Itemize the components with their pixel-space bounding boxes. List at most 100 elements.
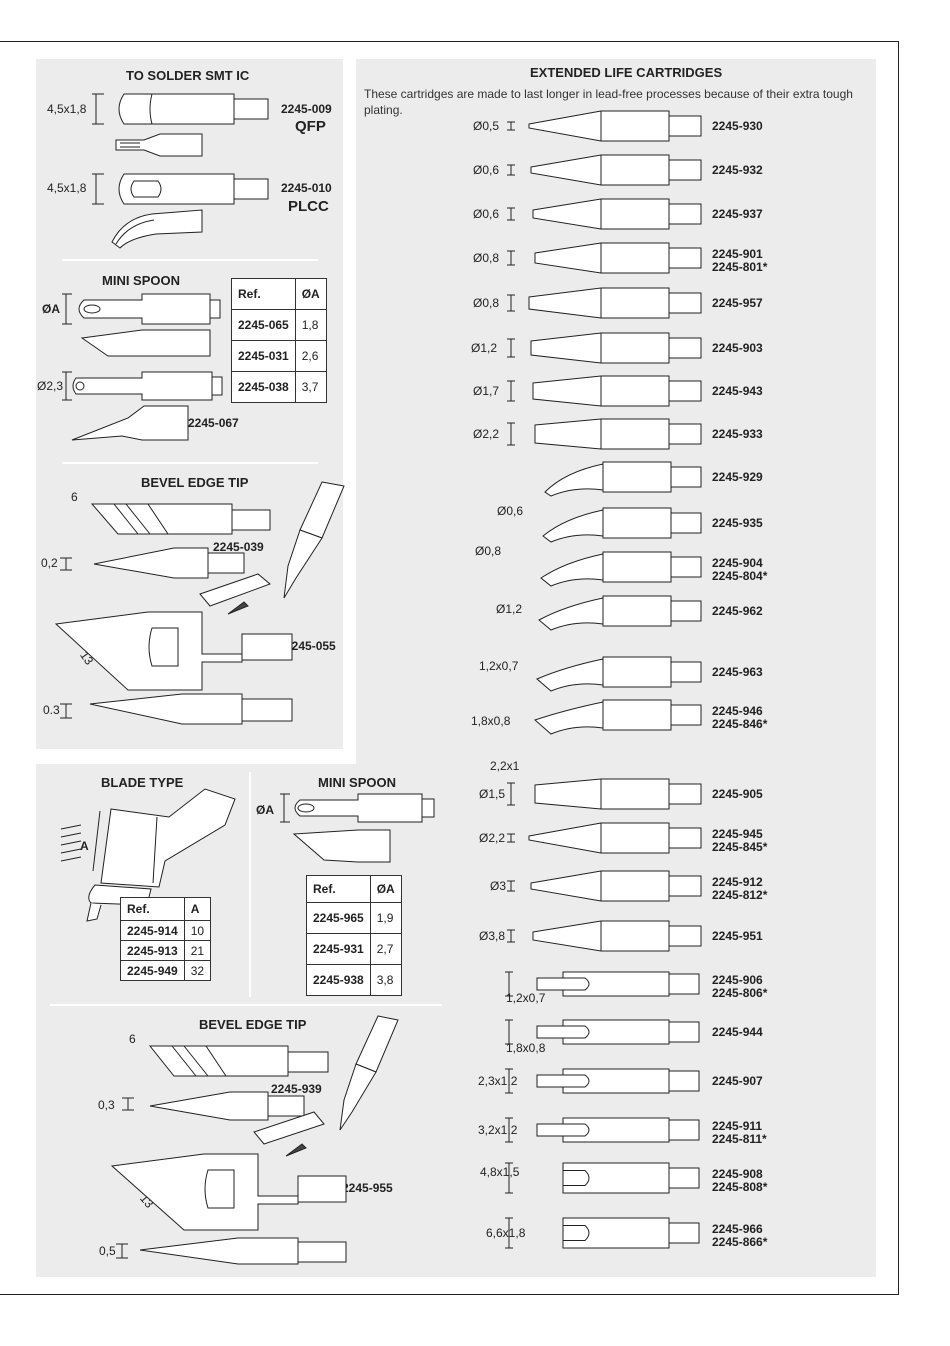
cartridge-dim: 4,8x1,5 <box>480 1165 520 1179</box>
cartridge-ref: 2245-912 <box>712 875 763 889</box>
table-header: ØA <box>294 278 327 310</box>
qfp-dim: 4,5x1,8 <box>47 102 87 116</box>
cartridge-ref: 2245-930 <box>712 119 763 133</box>
mini-spoon-1-extra-ref: 2245-067 <box>188 416 239 430</box>
cartridge-drawing <box>536 656 702 692</box>
bevel-2-ref1: 2245-939 <box>271 1082 322 1096</box>
bevel-1-dim6: 6 <box>71 490 78 504</box>
cartridge-dim: Ø2,2 <box>473 427 500 441</box>
qfp-name: QFP <box>295 118 326 135</box>
bevel-2-title: BEVEL EDGE TIP <box>199 1017 307 1032</box>
cartridge-dim: 2,2x1 <box>490 759 520 773</box>
mini-spoon-1-title: MINI SPOON <box>102 273 181 288</box>
cartridge-ref-alt: 2245-808* <box>712 1180 768 1194</box>
cartridge-dim: Ø0,5 <box>473 119 500 133</box>
cartridge-dim: 3,2x1,2 <box>478 1123 518 1137</box>
bevel-1-ref2: 2245-055 <box>285 639 336 653</box>
cartridge-drawing <box>540 551 702 587</box>
cartridge-drawing <box>505 1068 700 1094</box>
plcc-tip-drawing <box>92 173 269 249</box>
cartridge-dim: Ø0,6 <box>473 207 500 221</box>
cartridge-drawing <box>507 332 702 364</box>
mini-spoon-1-dim-a: ØA <box>42 302 60 316</box>
table-cell: 1,9 <box>369 902 402 934</box>
cartridge-ref: 2245-943 <box>712 384 763 398</box>
cartridge-ref: 2245-905 <box>712 787 763 801</box>
cartridge-ref: 2245-903 <box>712 341 763 355</box>
cartridge-drawing <box>505 971 700 997</box>
table-cell: 2245-038 <box>231 371 296 403</box>
table-cell: 2245-913 <box>120 940 185 961</box>
mini-spoon-2-title: MINI SPOON <box>318 775 397 790</box>
table-cell: 2245-965 <box>306 902 371 934</box>
table-cell: 2245-949 <box>120 960 185 981</box>
cartridge-drawing <box>507 418 702 450</box>
bevel-1-dim02: 0,2 <box>41 556 58 570</box>
cartridge-drawing <box>534 699 702 735</box>
divider <box>249 772 251 997</box>
cartridge-ref-alt: 2245-811* <box>712 1132 767 1146</box>
cartridge-ref: 2245-907 <box>712 1074 763 1088</box>
bevel-1-ref1: 2245-039 <box>213 540 264 554</box>
cartridge-ref: 2245-946 <box>712 704 763 718</box>
blade-drawing <box>60 788 236 922</box>
cartridge-dim: Ø0,6 <box>473 163 500 177</box>
extended-intro: These cartridges are made to last longer… <box>364 87 853 117</box>
divider <box>62 462 318 464</box>
divider <box>50 1004 442 1006</box>
table-cell: 10 <box>183 920 212 941</box>
cartridge-ref: 2245-932 <box>712 163 763 177</box>
bevel-2-dim6: 6 <box>129 1032 136 1046</box>
bevel-2-drawing <box>110 1015 399 1265</box>
page-frame <box>0 41 899 1295</box>
bevel-2-dim05: 0,5 <box>99 1244 116 1258</box>
cartridge-ref-alt: 2245-845* <box>712 840 768 854</box>
divider <box>62 259 318 261</box>
table-header: Ref. <box>231 278 296 310</box>
cartridge-drawing <box>505 1019 700 1045</box>
cartridge-dim: Ø0,8 <box>473 296 500 310</box>
cartridge-ref: 2245-937 <box>712 207 763 221</box>
qfp-ref: 2245-009 <box>281 102 332 116</box>
cartridge-drawing <box>507 242 702 274</box>
cartridge-dim: 1,8x0,8 <box>471 714 511 728</box>
cartridge-dim: Ø3,8 <box>479 929 506 943</box>
cartridge-dim: 1,2x0,7 <box>479 659 519 673</box>
cartridge-ref: 2245-929 <box>712 470 763 484</box>
table-cell: 21 <box>183 940 212 961</box>
cartridge-ref-alt: 2245-866* <box>712 1235 768 1249</box>
cartridge-ref: 2245-963 <box>712 665 763 679</box>
mini-spoon-2-dim-a: ØA <box>256 803 274 817</box>
mini-spoon-2-drawing <box>280 793 435 863</box>
cartridge-ref: 2245-908 <box>712 1167 763 1181</box>
cartridge-dim: 1,2x0,7 <box>506 991 546 1005</box>
cartridge-drawing <box>505 1217 700 1249</box>
table-cell: 2245-931 <box>306 933 371 965</box>
plcc-dim: 4,5x1,8 <box>47 181 87 195</box>
cartridge-dim: Ø1,2 <box>496 602 523 616</box>
bevel-1-drawing <box>54 481 345 725</box>
cartridge-drawing <box>507 110 702 142</box>
cartridge-ref: 2245-901 <box>712 247 763 261</box>
bevel-1-dim03: 0.3 <box>43 703 60 717</box>
cartridge-dim: 1,8x0,8 <box>506 1041 546 1055</box>
table-cell: 2,7 <box>369 933 402 965</box>
cartridge-drawing <box>542 507 702 543</box>
bevel-2-ref2: 2245-955 <box>342 1181 393 1195</box>
cartridge-ref: 2245-911 <box>712 1119 763 1133</box>
cartridge-dim: Ø2,2 <box>479 831 506 845</box>
table-cell: 1,8 <box>294 309 327 341</box>
cartridge-drawing <box>507 822 702 854</box>
table-header: ØA <box>369 875 402 903</box>
cartridge-dim: Ø1,7 <box>473 384 500 398</box>
cartridge-ref-alt: 2245-812* <box>712 888 768 902</box>
mini-spoon-1-drawing <box>62 293 223 441</box>
cartridge-drawing <box>507 287 702 319</box>
cartridge-dim: Ø0,8 <box>473 251 500 265</box>
blade-dim-a: A <box>80 839 89 853</box>
table-cell: 2245-914 <box>120 920 185 941</box>
qfp-tip-drawing <box>92 93 269 157</box>
table-cell: 3,7 <box>294 371 327 403</box>
